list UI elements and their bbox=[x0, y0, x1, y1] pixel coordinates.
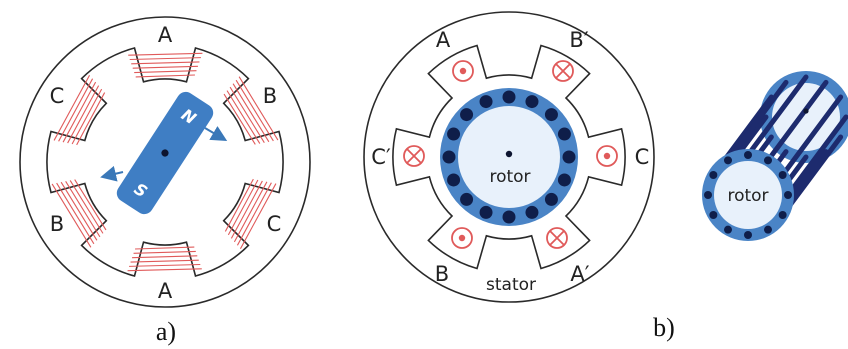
cage-conductor-dot bbox=[778, 171, 787, 179]
cage-conductor-dot bbox=[764, 156, 772, 165]
cage-conductor-dot bbox=[704, 191, 712, 199]
permanent-magnet: N S bbox=[116, 91, 214, 215]
phase-label-c-lower-right: C bbox=[267, 212, 282, 236]
winding-label-b-prime: B′ bbox=[569, 28, 588, 52]
panel-b: rotor A B′ C′ C B A′ bbox=[363, 11, 675, 342]
winding-label-c: C bbox=[635, 145, 650, 169]
rotor-label: rotor bbox=[489, 167, 530, 187]
rotor-conductor bbox=[544, 108, 558, 122]
cage-bar bbox=[780, 94, 844, 178]
rotor-conductor bbox=[525, 205, 539, 219]
rotor-conductors bbox=[442, 90, 576, 224]
stator-coil bbox=[224, 178, 277, 250]
winding-label-a-prime: A′ bbox=[570, 262, 589, 286]
rotor-conductor bbox=[502, 90, 516, 104]
cage-rotor-label: rotor bbox=[727, 186, 768, 206]
phase-label-b-upper-right: B bbox=[263, 84, 277, 108]
phase-label-c-upper-left: C bbox=[50, 84, 65, 108]
field-arrow-north bbox=[204, 126, 228, 142]
cage-conductor-dot bbox=[764, 225, 772, 234]
rotor-center-dot bbox=[505, 150, 513, 158]
stator-label: stator bbox=[486, 275, 536, 295]
cage-conductor-dot bbox=[744, 151, 752, 159]
caption-a: a) bbox=[156, 317, 176, 346]
phase-label-a-top: A bbox=[158, 23, 173, 47]
field-arrow-south bbox=[100, 165, 124, 182]
rotor-conductor bbox=[502, 210, 516, 224]
cross-symbol-c-prime bbox=[403, 145, 425, 167]
rotor-conductor bbox=[557, 173, 571, 187]
cage-front-core bbox=[714, 161, 782, 229]
dot-symbol-a bbox=[452, 60, 474, 82]
dot-symbol-c bbox=[596, 145, 618, 167]
stator-coil bbox=[128, 52, 203, 78]
rotor-conductor bbox=[479, 205, 493, 219]
cage-front-conductors bbox=[704, 151, 792, 239]
phase-label-a-bottom: A bbox=[158, 279, 173, 303]
panel-c: rotor bbox=[702, 71, 848, 241]
rotor-conductor bbox=[562, 150, 576, 164]
stator-coil bbox=[223, 76, 279, 145]
phase-label-b-lower-left: B bbox=[50, 212, 64, 236]
stator-coil bbox=[127, 246, 202, 272]
cage-bar bbox=[725, 79, 789, 163]
stator-coil bbox=[51, 179, 107, 248]
cage-conductor-dot bbox=[724, 225, 732, 234]
cage-conductor-dot bbox=[709, 211, 718, 219]
rotor-conductor bbox=[525, 95, 539, 109]
winding-label-a: A bbox=[436, 28, 451, 52]
cage-bar bbox=[745, 74, 809, 158]
cage-bar bbox=[785, 114, 848, 198]
rotor-conductor bbox=[557, 127, 571, 141]
rotor-conductor bbox=[479, 95, 493, 109]
cage-back-center-dot bbox=[803, 108, 809, 114]
cage-conductor-dot bbox=[709, 171, 718, 179]
rotor-conductor bbox=[447, 127, 461, 141]
cross-symbol-a-prime bbox=[546, 227, 568, 249]
rotor-conductor bbox=[460, 108, 474, 122]
winding-label-b: B bbox=[435, 262, 449, 286]
rotor-conductor bbox=[442, 150, 456, 164]
winding-label-c-prime: C′ bbox=[371, 145, 391, 169]
dot-symbol-b bbox=[451, 227, 473, 249]
cross-symbol-b-prime bbox=[552, 60, 574, 82]
rotor-conductor bbox=[447, 173, 461, 187]
cage-conductor-dot bbox=[778, 211, 787, 219]
stator-coils-a bbox=[51, 52, 279, 272]
cage-bar bbox=[765, 79, 829, 163]
rotor-conductor bbox=[544, 192, 558, 206]
cage-conductor-dot bbox=[724, 156, 732, 165]
panel-a: N S A C B B C A a) bbox=[19, 16, 311, 346]
caption-b: b) bbox=[653, 313, 675, 342]
stator-coil bbox=[53, 74, 106, 146]
cage-conductor-dot bbox=[744, 231, 752, 239]
cage-conductor-dot bbox=[784, 191, 792, 199]
rotor-conductor bbox=[460, 192, 474, 206]
magnet-center-dot bbox=[161, 149, 169, 157]
